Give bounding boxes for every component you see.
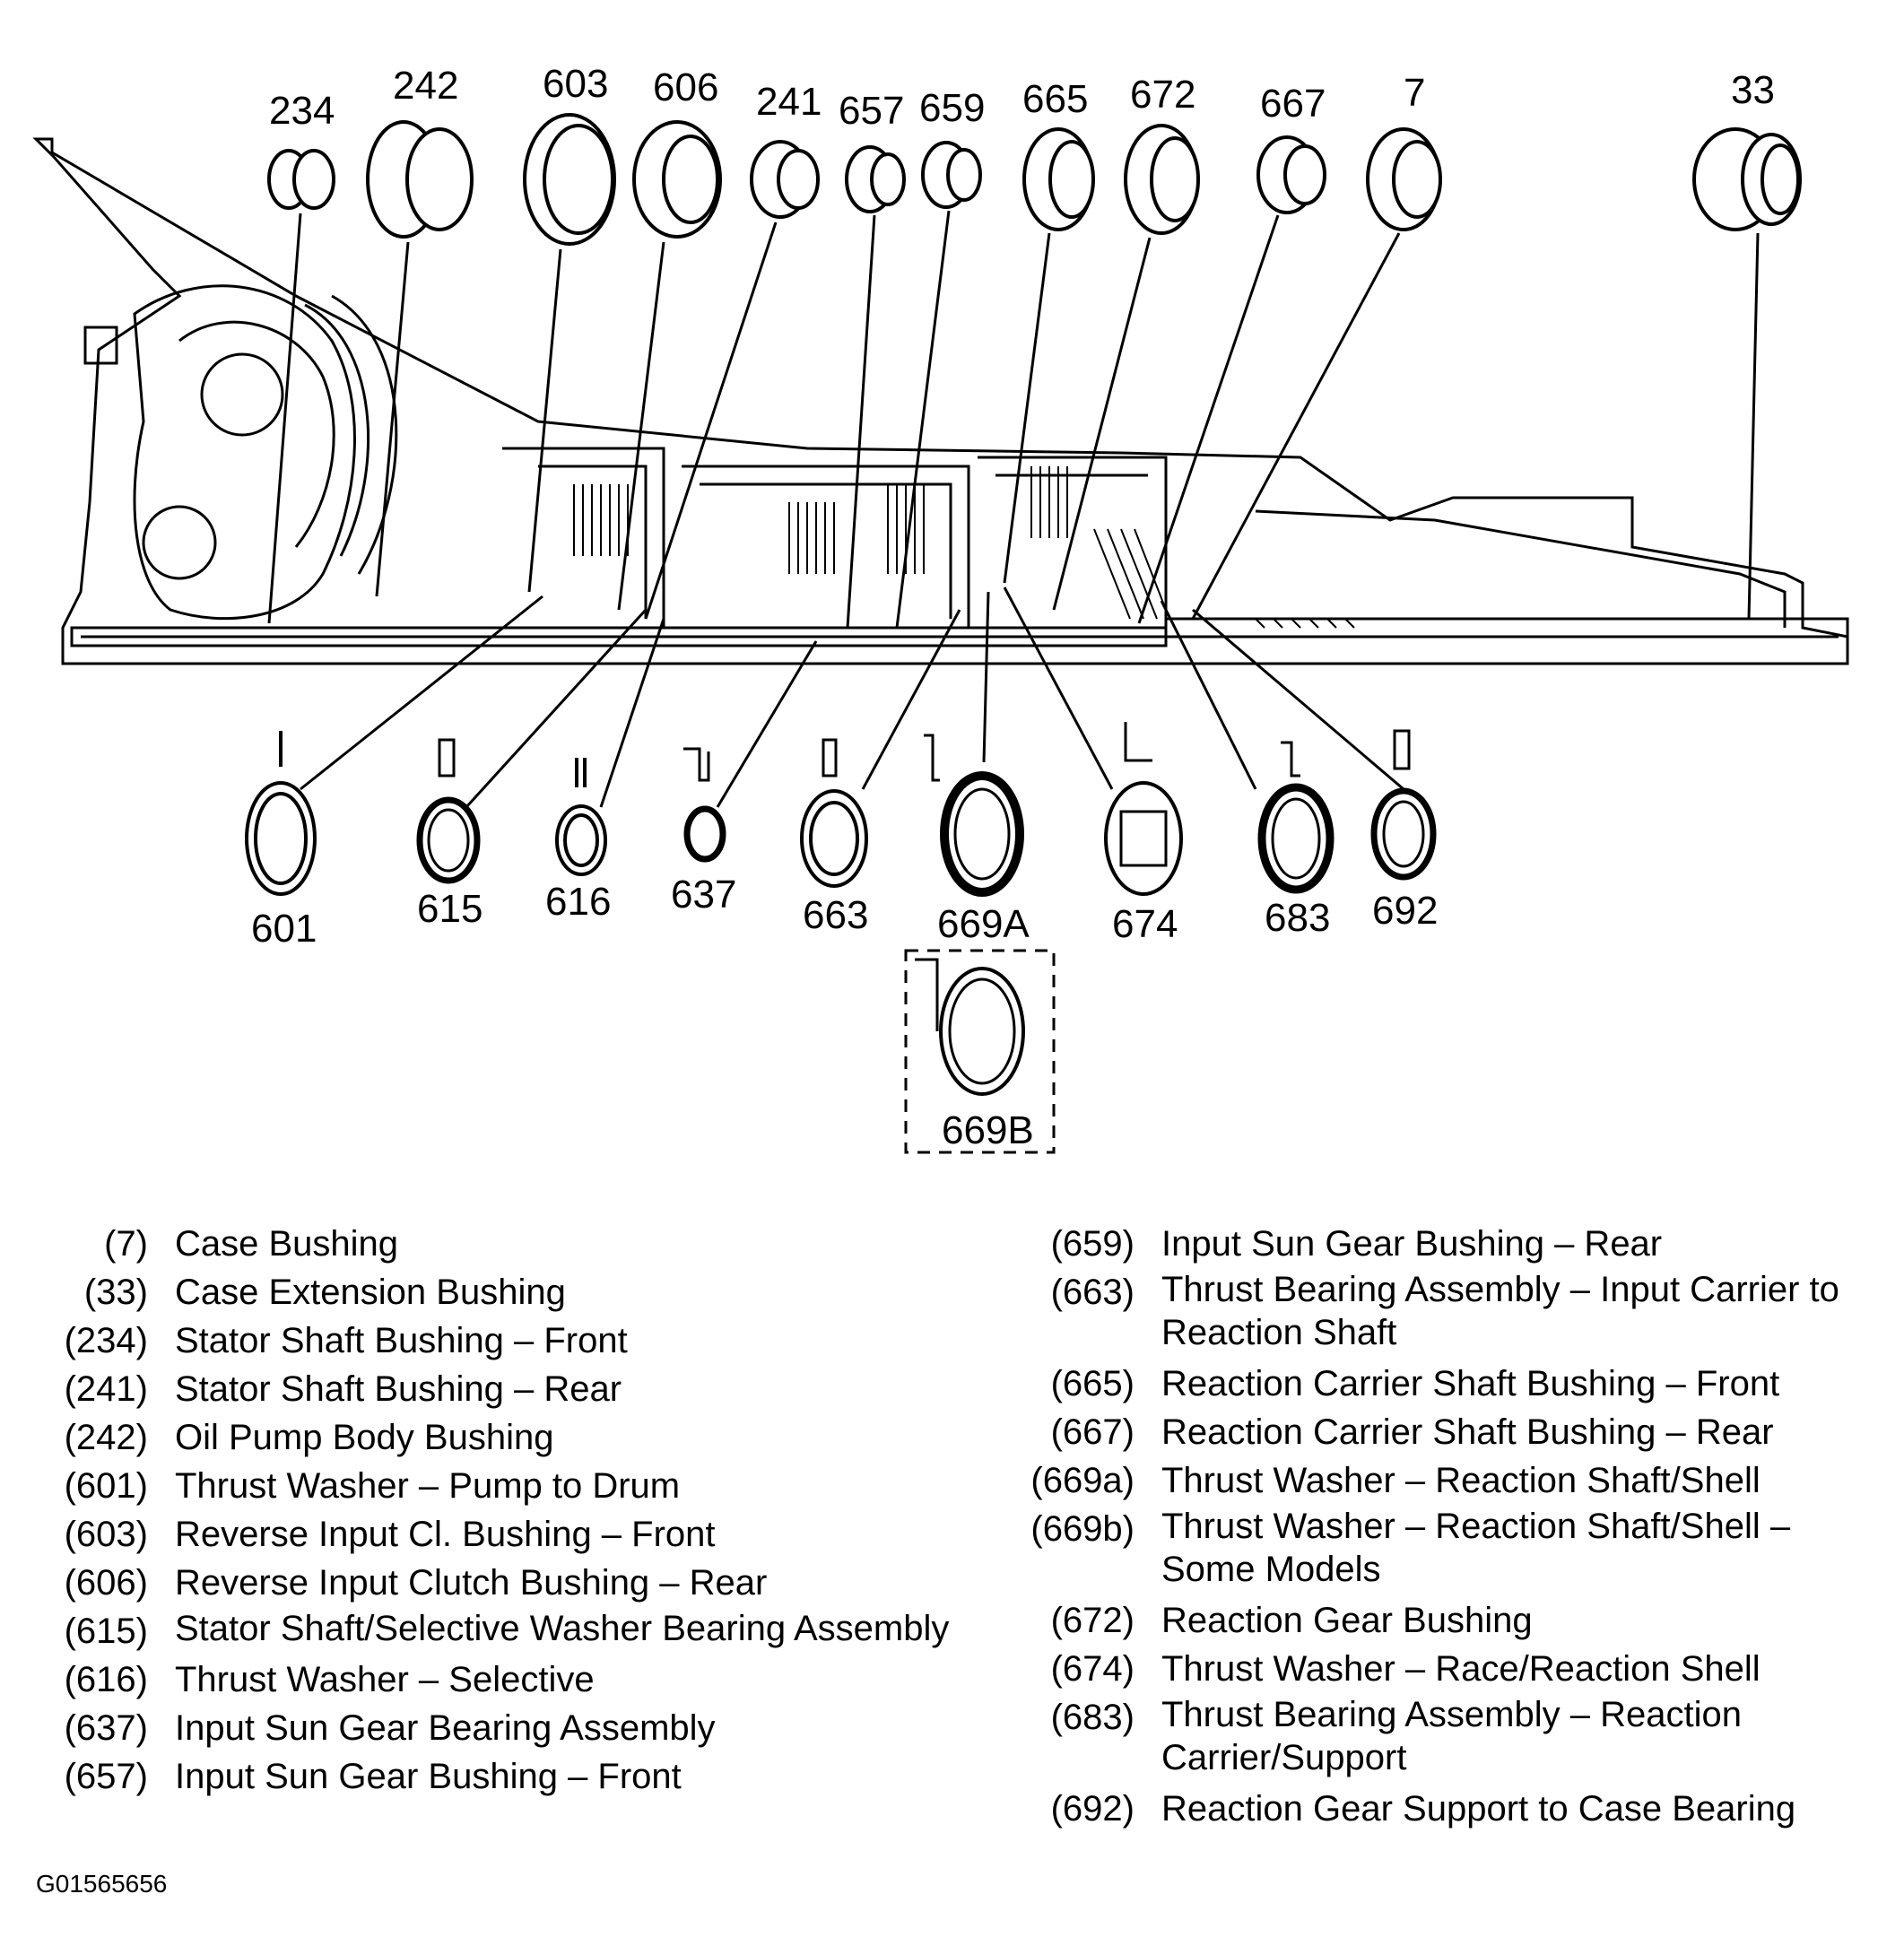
legend-item: (672)Reaction Gear Bushing	[1050, 1601, 1533, 1640]
bushing-657-icon	[845, 145, 906, 213]
legend-item: (667)Reaction Carrier Shaft Bushing – Re…	[1050, 1412, 1774, 1452]
legend-item: (657)Input Sun Gear Bushing – Front	[64, 1757, 682, 1796]
bushing-667-icon	[1256, 135, 1326, 214]
legend-item: (665)Reaction Carrier Shaft Bushing – Fr…	[1050, 1364, 1780, 1403]
legend-right: (659)Input Sun Gear Bushing – Rear (663)…	[1013, 1220, 1892, 1833]
label-672: 672	[1130, 73, 1195, 117]
legend-item: (674)Thrust Washer – Race/Reaction Shell	[1050, 1649, 1761, 1689]
label-7: 7	[1404, 71, 1425, 115]
label-242: 242	[393, 64, 458, 108]
output-spline	[1255, 618, 1355, 629]
inset-669b	[904, 949, 1056, 1154]
bearing-637-icon	[683, 747, 726, 863]
clutch-plates-lo-rev	[1030, 466, 1068, 538]
label-33: 33	[1731, 68, 1775, 112]
label-669a: 669A	[937, 902, 1030, 946]
label-674: 674	[1112, 902, 1178, 946]
label-606: 606	[653, 65, 718, 109]
label-657: 657	[839, 89, 904, 133]
label-663: 663	[803, 893, 868, 937]
label-615: 615	[417, 887, 483, 931]
pump-bore	[142, 505, 217, 580]
figure-id: G01565656	[36, 1870, 168, 1898]
bearing-692-icon	[1370, 729, 1437, 881]
bushing-603-icon	[523, 113, 616, 246]
label-665: 665	[1022, 77, 1088, 121]
legend-item: (659)Input Sun Gear Bushing – Rear	[1050, 1224, 1663, 1264]
legend-item: (7)Case Bushing	[104, 1224, 399, 1264]
washer-601-icon	[245, 731, 317, 896]
legend-item: (637)Input Sun Gear Bearing Assembly	[64, 1708, 716, 1748]
legend-item: (663)Thrust Bearing Assembly – Input Car…	[1050, 1270, 1839, 1352]
bushing-659-icon	[921, 141, 982, 209]
label-659: 659	[919, 86, 985, 130]
bushing-672-icon	[1124, 124, 1200, 235]
front-studs	[83, 326, 118, 365]
clutch-plates-forward	[573, 484, 629, 556]
bushing-665-icon	[1022, 127, 1095, 231]
legend-item: (241)Stator Shaft Bushing – Rear	[64, 1369, 622, 1409]
bushing-242-icon	[366, 120, 474, 239]
legend-item: (669a)Thrust Washer – Reaction Shaft/She…	[1030, 1461, 1761, 1500]
legend-item: (692)Reaction Gear Support to Case Beari…	[1050, 1789, 1796, 1829]
converter-cavity	[178, 320, 335, 548]
legend-item: (615)Stator Shaft/Selective Washer Beari…	[64, 1609, 950, 1651]
clutch-housing-2	[682, 465, 970, 628]
bushing-33-icon	[1692, 127, 1802, 231]
legend-item: (234)Stator Shaft Bushing – Front	[64, 1321, 628, 1360]
label-683: 683	[1265, 896, 1330, 940]
label-241: 241	[756, 80, 822, 124]
legend-item: (616)Thrust Washer – Selective	[64, 1660, 595, 1699]
reaction-gear-teeth	[1093, 528, 1167, 620]
bearing-615-icon	[416, 738, 481, 884]
bearing-663-icon	[800, 738, 868, 888]
washer-674-icon	[1104, 722, 1183, 896]
bushing-234-icon	[267, 149, 335, 210]
extension-housing	[1255, 509, 1787, 628]
bushing-7-icon	[1366, 127, 1442, 231]
bushing-241-icon	[750, 140, 820, 219]
bushing-606-icon	[632, 120, 722, 239]
clutch-plates-2nd	[788, 502, 835, 574]
output-shaft	[1166, 617, 1849, 664]
label-692: 692	[1372, 889, 1438, 933]
legend-item: (603)Reverse Input Cl. Bushing – Front	[64, 1515, 716, 1554]
label-667: 667	[1260, 82, 1326, 126]
clutch-housing-3	[978, 456, 1168, 628]
pump-ribs	[304, 294, 398, 575]
legend-item: (33)Case Extension Bushing	[83, 1273, 566, 1312]
legend-item: (606)Reverse Input Clutch Bushing – Rear	[64, 1563, 768, 1603]
label-669b: 669B	[942, 1108, 1034, 1152]
input-shaft	[63, 635, 1847, 665]
transmission-diagram: 234 242 603 606 241 657 659 665 672 667 …	[32, 62, 1849, 1154]
transmission-case-outline	[32, 137, 1849, 665]
legend-item: (669b)Thrust Washer – Reaction Shaft/She…	[1030, 1507, 1791, 1589]
pump-gear	[200, 352, 284, 437]
stator-shaft	[70, 626, 1168, 647]
legend-left: (7)Case Bushing (33)Case Extension Bushi…	[27, 1220, 978, 1801]
label-603: 603	[543, 62, 608, 106]
legend-item: (683)Thrust Bearing Assembly – Reaction …	[1050, 1695, 1742, 1777]
label-601: 601	[251, 907, 317, 951]
washer-669a-icon	[924, 734, 1024, 897]
clutch-plates-3rd	[887, 484, 925, 574]
label-616: 616	[545, 880, 611, 924]
bearing-683-icon	[1257, 741, 1335, 894]
label-637: 637	[671, 873, 736, 917]
washer-616-icon	[555, 758, 607, 876]
legend-item: (242)Oil Pump Body Bushing	[64, 1418, 554, 1457]
legend-item: (601)Thrust Washer – Pump to Drum	[64, 1466, 681, 1506]
front-pump-housing	[133, 284, 356, 621]
label-234: 234	[269, 89, 335, 133]
